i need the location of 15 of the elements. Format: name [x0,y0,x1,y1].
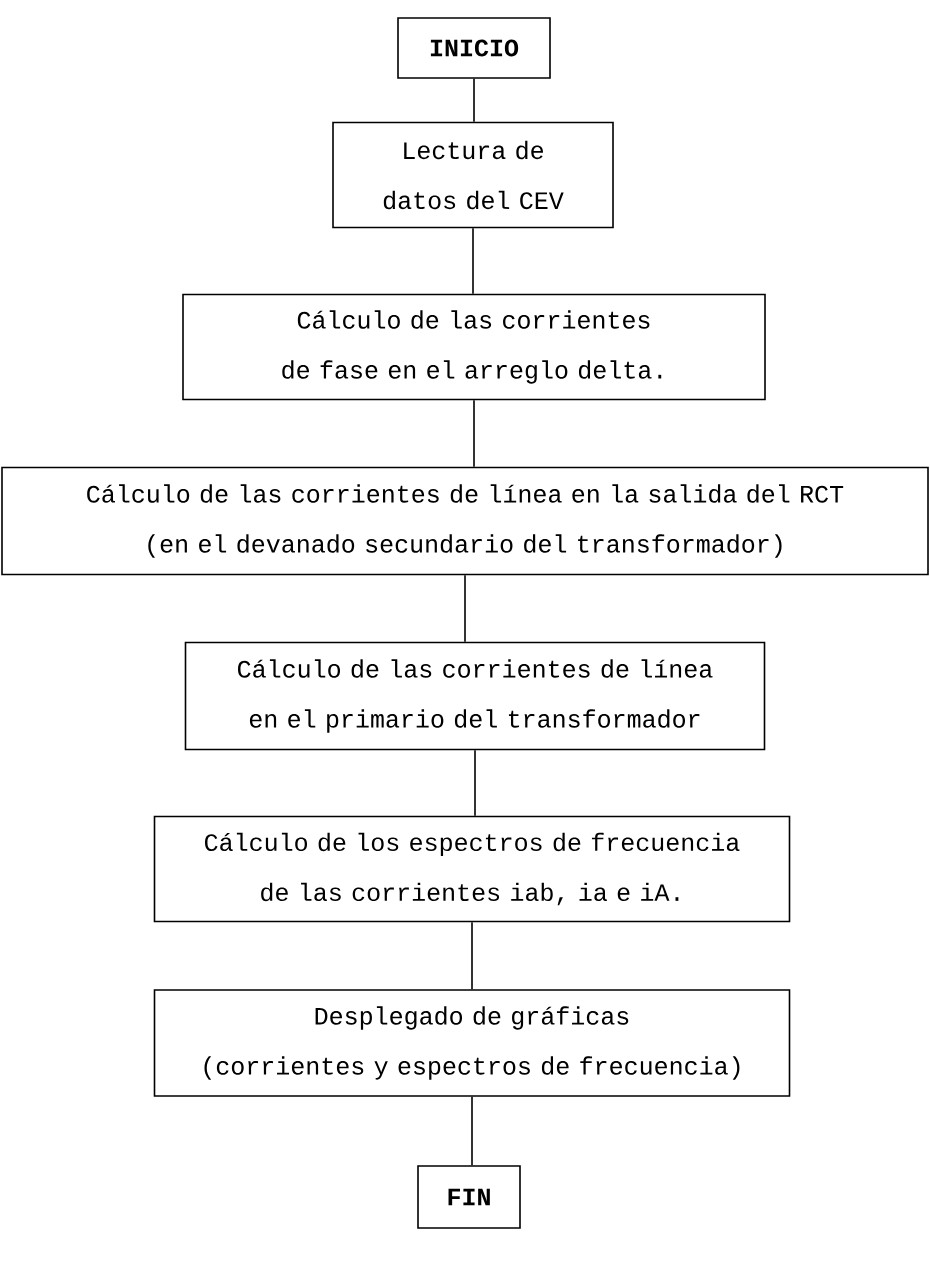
connector-line [471,1096,473,1166]
process-box: INICIO [397,17,551,79]
connector-line [471,921,473,990]
process-box: Cálculo de las corrientes de fase en el arreglo delta. [182,293,766,401]
connector-line [473,78,475,123]
process-box: Cálculo de las corrientes de línea en el primario del transformador [184,641,766,751]
process-box: Lectura de datos del CEV [332,121,614,229]
connector-line [474,749,476,817]
process-box: FIN [417,1165,521,1229]
process-box: Cálculo de las corrientes de línea en la salida del RCT (en el devanado secundario del transformador) [1,466,929,576]
connector-line [472,227,474,295]
process-box: Desplegado de gráficas (corrientes y espectros de frecuencia) [153,989,791,1097]
connector-line [473,399,475,468]
process-box: Cálculo de los espectros de frecuencia de las corrientes iab, ia e iA. [153,815,791,923]
connector-line [464,574,466,643]
